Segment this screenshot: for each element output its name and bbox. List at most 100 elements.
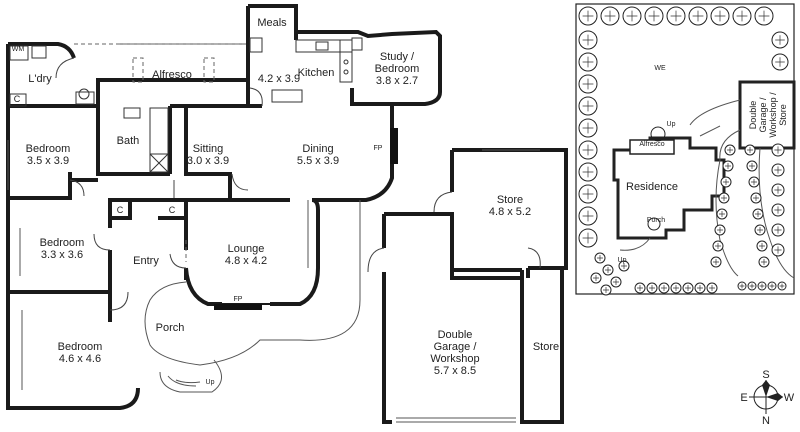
tree-icon-detail xyxy=(715,243,721,249)
tree-icon-detail xyxy=(753,195,759,201)
tree-icon-detail xyxy=(626,10,638,22)
label-store2: Store xyxy=(533,341,559,353)
tree-icon-detail xyxy=(775,35,785,45)
tree-icon-detail xyxy=(774,186,782,194)
tree-icon-detail xyxy=(779,283,785,289)
label-kitchen-dim: 4.2 x 3.9 xyxy=(258,73,300,85)
tree-icon-detail xyxy=(582,188,594,200)
site-porch-label: Porch xyxy=(647,217,665,224)
tree-icon-detail xyxy=(774,246,782,254)
tree-icon-detail xyxy=(582,56,594,68)
doors xyxy=(55,57,263,311)
label-bedroom3-dim: 4.6 x 4.6 xyxy=(59,353,101,365)
tree-icon-detail xyxy=(709,285,715,291)
label-study-dim: 3.8 x 2.7 xyxy=(376,75,418,87)
site-up-label-2: Up xyxy=(618,257,627,264)
tree-icon-detail xyxy=(774,226,782,234)
room-labels: Meals WM L'dry C Alfresco 4.2 x 3.9 Kitc… xyxy=(12,17,559,386)
label-alfresco: Alfresco xyxy=(152,69,192,81)
label-sitting-dim: 3.0 x 3.9 xyxy=(187,155,229,167)
tree-icon-detail xyxy=(759,283,765,289)
tree-icon-detail xyxy=(621,263,627,269)
tree-icon-detail xyxy=(637,285,643,291)
label-study-1: Study / xyxy=(380,51,415,63)
tree-icon-detail xyxy=(582,210,594,222)
tree-icon-detail xyxy=(727,147,733,153)
tree-icon-detail xyxy=(582,144,594,156)
tree-icon-detail xyxy=(582,34,594,46)
tree-icon-detail xyxy=(759,243,765,249)
label-garage-2: Garage / xyxy=(434,341,478,353)
alfresco-area xyxy=(74,43,248,83)
tree-icon-detail xyxy=(749,163,755,169)
tree-icon-detail xyxy=(775,57,785,67)
label-garage-1: Double xyxy=(438,329,473,341)
site-garage-label-2: Garage / xyxy=(758,97,768,133)
label-fp-dining: FP xyxy=(374,145,383,152)
label-bedroom1: Bedroom xyxy=(26,143,71,155)
tree-icon-detail xyxy=(603,287,609,293)
tree-icon-detail xyxy=(774,166,782,174)
site-residence-label: Residence xyxy=(626,181,678,193)
tree-icon-detail xyxy=(582,166,594,178)
tree-icon-detail xyxy=(736,10,748,22)
tree-icon-detail xyxy=(670,10,682,22)
tree-icon-detail xyxy=(582,122,594,134)
compass-e: E xyxy=(740,392,747,404)
compass-rose xyxy=(749,380,783,414)
label-store1-dim: 4.8 x 5.2 xyxy=(489,206,531,218)
label-sitting: Sitting xyxy=(193,143,224,155)
label-dining-dim: 5.5 x 3.9 xyxy=(297,155,339,167)
tree-icon-detail xyxy=(661,285,667,291)
tree-icon-detail xyxy=(692,10,704,22)
tree-icon-detail xyxy=(774,206,782,214)
tree-icon-detail xyxy=(597,255,603,261)
label-entry: Entry xyxy=(133,255,159,267)
outbuilding-doors xyxy=(367,149,541,423)
tree-icon-detail xyxy=(648,10,660,22)
label-fp-lounge: FP xyxy=(234,296,243,303)
tree-icon-detail xyxy=(717,227,723,233)
label-porch: Porch xyxy=(156,322,185,334)
label-meals: Meals xyxy=(257,17,287,29)
tree-icon-detail xyxy=(721,195,727,201)
site-plan xyxy=(575,3,796,295)
outbuilding-walls xyxy=(382,148,568,424)
tree-icon-detail xyxy=(758,10,770,22)
porch-path xyxy=(144,200,361,393)
label-c-laundry: C xyxy=(14,94,21,104)
site-alfresco-label: Alfresco xyxy=(639,141,664,148)
label-bedroom2: Bedroom xyxy=(40,237,85,249)
tree-icon-detail xyxy=(761,259,767,265)
label-closet-2: C xyxy=(169,205,176,215)
tree-icon-detail xyxy=(697,285,703,291)
label-closet-1: C xyxy=(117,205,124,215)
tree-icon-detail xyxy=(751,179,757,185)
tree-icon-detail xyxy=(613,279,619,285)
tree-icon-detail xyxy=(769,283,775,289)
label-laundry: L'dry xyxy=(28,73,52,85)
tree-icon-detail xyxy=(582,78,594,90)
tree-icon-detail xyxy=(774,146,782,154)
label-bedroom3: Bedroom xyxy=(58,341,103,353)
label-garage-dim: 5.7 x 8.5 xyxy=(434,365,476,377)
site-garage-label-4: Store xyxy=(778,104,788,126)
tree-icon-detail xyxy=(605,267,611,273)
site-up-label-1: Up xyxy=(667,121,676,128)
label-bedroom2-dim: 3.3 x 3.6 xyxy=(41,249,83,261)
compass-s: S xyxy=(762,369,769,381)
label-lounge: Lounge xyxy=(228,243,265,255)
label-bath: Bath xyxy=(117,135,140,147)
tree-icon-detail xyxy=(673,285,679,291)
tree-icon-detail xyxy=(739,283,745,289)
label-dining: Dining xyxy=(302,143,333,155)
tree-icon-detail xyxy=(713,259,719,265)
tree-icon-detail xyxy=(582,10,594,22)
label-lounge-dim: 4.8 x 4.2 xyxy=(225,255,267,267)
site-garage-label-3: Workshop / xyxy=(768,92,778,138)
label-study-2: Bedroom xyxy=(375,63,420,75)
tree-icon-detail xyxy=(593,275,599,281)
label-bedroom1-dim: 3.5 x 3.9 xyxy=(27,155,69,167)
